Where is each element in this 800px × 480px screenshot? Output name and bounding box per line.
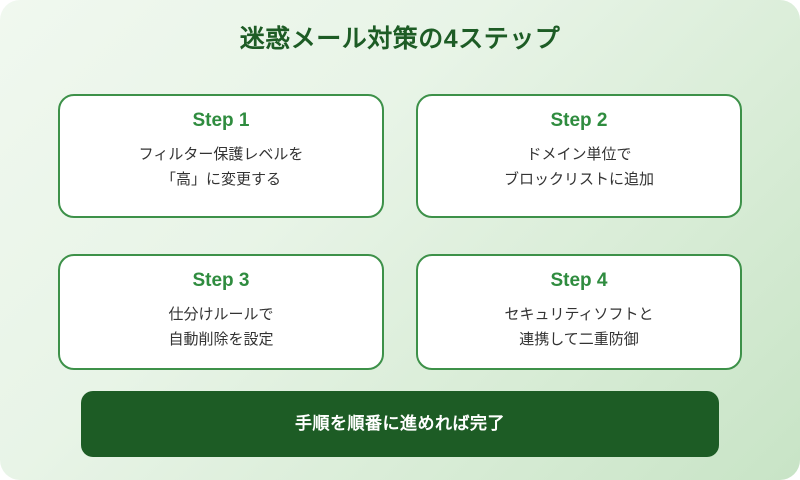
step-card-3: Step 3 仕分けルールで 自動削除を設定 bbox=[58, 254, 384, 370]
step-description-1-line-1: フィルター保護レベルを bbox=[138, 145, 304, 163]
step-description-3-line-1: 仕分けルールで bbox=[168, 305, 274, 323]
step-description-2-line-1: ドメイン単位で bbox=[526, 145, 632, 163]
step-description-3-line-2: 自動削除を設定 bbox=[168, 330, 274, 348]
step-description-4-line-1: セキュリティソフトと bbox=[504, 305, 654, 323]
step-description-2-line-2: ブロックリストに追加 bbox=[503, 170, 654, 188]
step-description-4-line-2: 連携して二重防御 bbox=[519, 330, 639, 348]
step-description-1-line-2: 「高」に変更する bbox=[160, 170, 281, 188]
summary-banner: 手順を順番に進めれば完了 bbox=[81, 391, 719, 457]
step-description-2: ドメイン単位で ブロックリストに追加 bbox=[504, 142, 654, 192]
steps-grid: Step 1 フィルター保護レベルを 「高」に変更する Step 2 ドメイン単… bbox=[58, 94, 742, 370]
step-card-2: Step 2 ドメイン単位で ブロックリストに追加 bbox=[416, 94, 742, 218]
step-label-4: Step 4 bbox=[550, 270, 608, 291]
step-description-4: セキュリティソフトと 連携して二重防御 bbox=[504, 302, 653, 352]
step-label-1: Step 1 bbox=[192, 110, 250, 131]
step-card-4: Step 4 セキュリティソフトと 連携して二重防御 bbox=[416, 254, 742, 370]
step-card-1: Step 1 フィルター保護レベルを 「高」に変更する bbox=[58, 94, 384, 218]
step-label-3: Step 3 bbox=[192, 270, 250, 291]
step-description-1: フィルター保護レベルを 「高」に変更する bbox=[139, 142, 304, 192]
step-label-2: Step 2 bbox=[550, 110, 608, 131]
step-description-3: 仕分けルールで 自動削除を設定 bbox=[168, 302, 273, 352]
page-title: 迷惑メール対策の4ステップ bbox=[239, 25, 561, 53]
summary-banner-text: 手順を順番に進めれば完了 bbox=[295, 413, 505, 433]
